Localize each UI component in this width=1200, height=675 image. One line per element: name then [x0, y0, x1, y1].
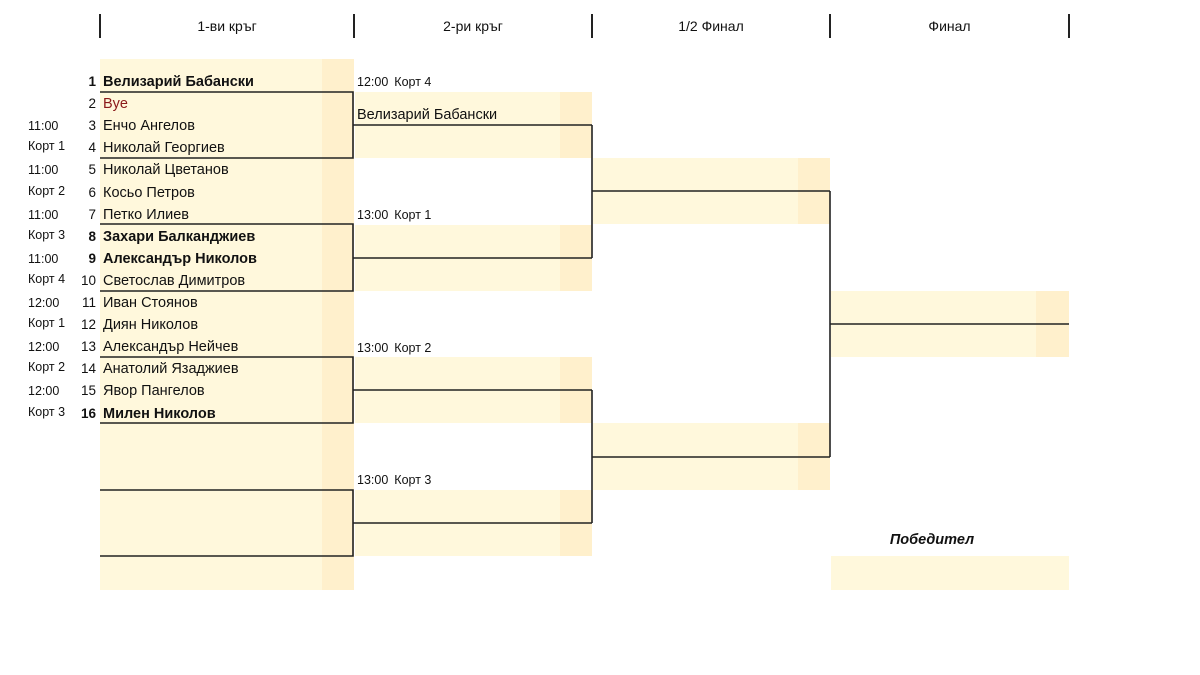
player-seed: 5: [88, 162, 96, 178]
match-court: Корт 2: [28, 183, 66, 198]
match-time: 12:00: [28, 384, 60, 399]
player-seed: 16: [80, 405, 96, 421]
winner-slot-fill: [831, 556, 1069, 590]
player-seed: 7: [88, 206, 96, 222]
header-divider: [353, 14, 355, 38]
player-name: Николай Цветанов: [103, 162, 229, 179]
match-time: 11:00: [28, 251, 59, 266]
round-header-2: 2-ри кръг: [443, 18, 503, 34]
round2-match-label: 13:00 Корт 1: [357, 208, 437, 222]
player-name: Милен Николов: [103, 405, 216, 422]
player-seed: 6: [88, 184, 96, 200]
player-seed: 15: [80, 383, 96, 399]
player-name: Косьо Петров: [103, 184, 195, 201]
round2-advancer: Велизарий Бабански: [357, 107, 498, 123]
round2-match-label: 13:00 Корт 2: [357, 341, 437, 355]
match-time: 13:00: [357, 208, 389, 222]
match-court: Корт 2: [28, 360, 66, 375]
bracket-connector: [100, 223, 354, 292]
player-name: Светослав Димитров: [103, 272, 246, 289]
match-time: 11:00: [28, 119, 59, 134]
bracket-connector: [100, 489, 354, 557]
player-seed: 14: [80, 361, 96, 377]
round-header-final: Финал: [928, 18, 971, 34]
round-header-semifinal: 1/2 Финал: [678, 18, 744, 34]
player-seed: 12: [80, 317, 96, 333]
player-name: Явор Пангелов: [103, 383, 205, 400]
player-name: Велизарий Бабански: [103, 74, 254, 90]
player-name: Диян Николов: [103, 317, 199, 334]
match-court: Корт 4: [28, 271, 66, 286]
player-seed: 10: [80, 272, 96, 288]
player-seed: 4: [88, 140, 96, 156]
match-time: 11:00: [28, 163, 59, 178]
player-seed: 9: [88, 250, 96, 266]
player-name: Александър Нейчев: [103, 339, 239, 356]
header-divider: [591, 14, 593, 38]
round1-column-edge: [322, 59, 354, 590]
player-name: Александър Николов: [103, 250, 257, 267]
player-name: Анатолий Язаджиев: [103, 361, 239, 378]
round2-match-label: 13:00 Корт 3: [357, 473, 437, 487]
bracket-connector: [100, 91, 354, 159]
match-time: 12:00: [28, 340, 60, 355]
player-name: Петко Илиев: [103, 206, 189, 223]
bracket-connector: [100, 356, 354, 424]
round2-match-label: 12:00 Корт 4: [357, 75, 437, 89]
header-divider: [829, 14, 831, 38]
match-court: Корт 2: [394, 341, 432, 355]
player-seed: 8: [88, 228, 96, 244]
match-time: 12:00: [357, 75, 389, 89]
round1-column-fill: [100, 59, 322, 590]
match-time: 13:00: [357, 341, 389, 355]
player-seed: 11: [81, 295, 96, 310]
round-header-1: 1-ви кръг: [197, 18, 257, 34]
player-name: Енчо Ангелов: [103, 118, 195, 135]
player-seed: 13: [80, 339, 96, 355]
player-name: Николай Георгиев: [103, 140, 225, 157]
header-divider: [99, 14, 101, 38]
match-time: 13:00: [357, 473, 389, 487]
player-name: Захари Балканджиев: [103, 228, 256, 245]
match-court: Корт 1: [28, 139, 66, 154]
match-time: 11:00: [28, 207, 59, 222]
player-name: Bye: [103, 96, 128, 113]
match-court: Корт 3: [394, 473, 432, 487]
match-court: Корт 4: [394, 75, 432, 89]
player-seed: 1: [88, 74, 96, 89]
match-court: Корт 3: [28, 227, 66, 242]
header-divider: [1068, 14, 1070, 38]
player-seed: 3: [88, 118, 96, 134]
match-court: Корт 1: [394, 208, 432, 222]
player-name: Иван Стоянов: [103, 295, 198, 311]
match-court: Корт 1: [28, 316, 66, 331]
winner-label: Победител: [889, 532, 975, 548]
player-seed: 2: [88, 96, 96, 112]
match-time: 12:00: [28, 296, 60, 310]
match-court: Корт 3: [28, 404, 66, 419]
